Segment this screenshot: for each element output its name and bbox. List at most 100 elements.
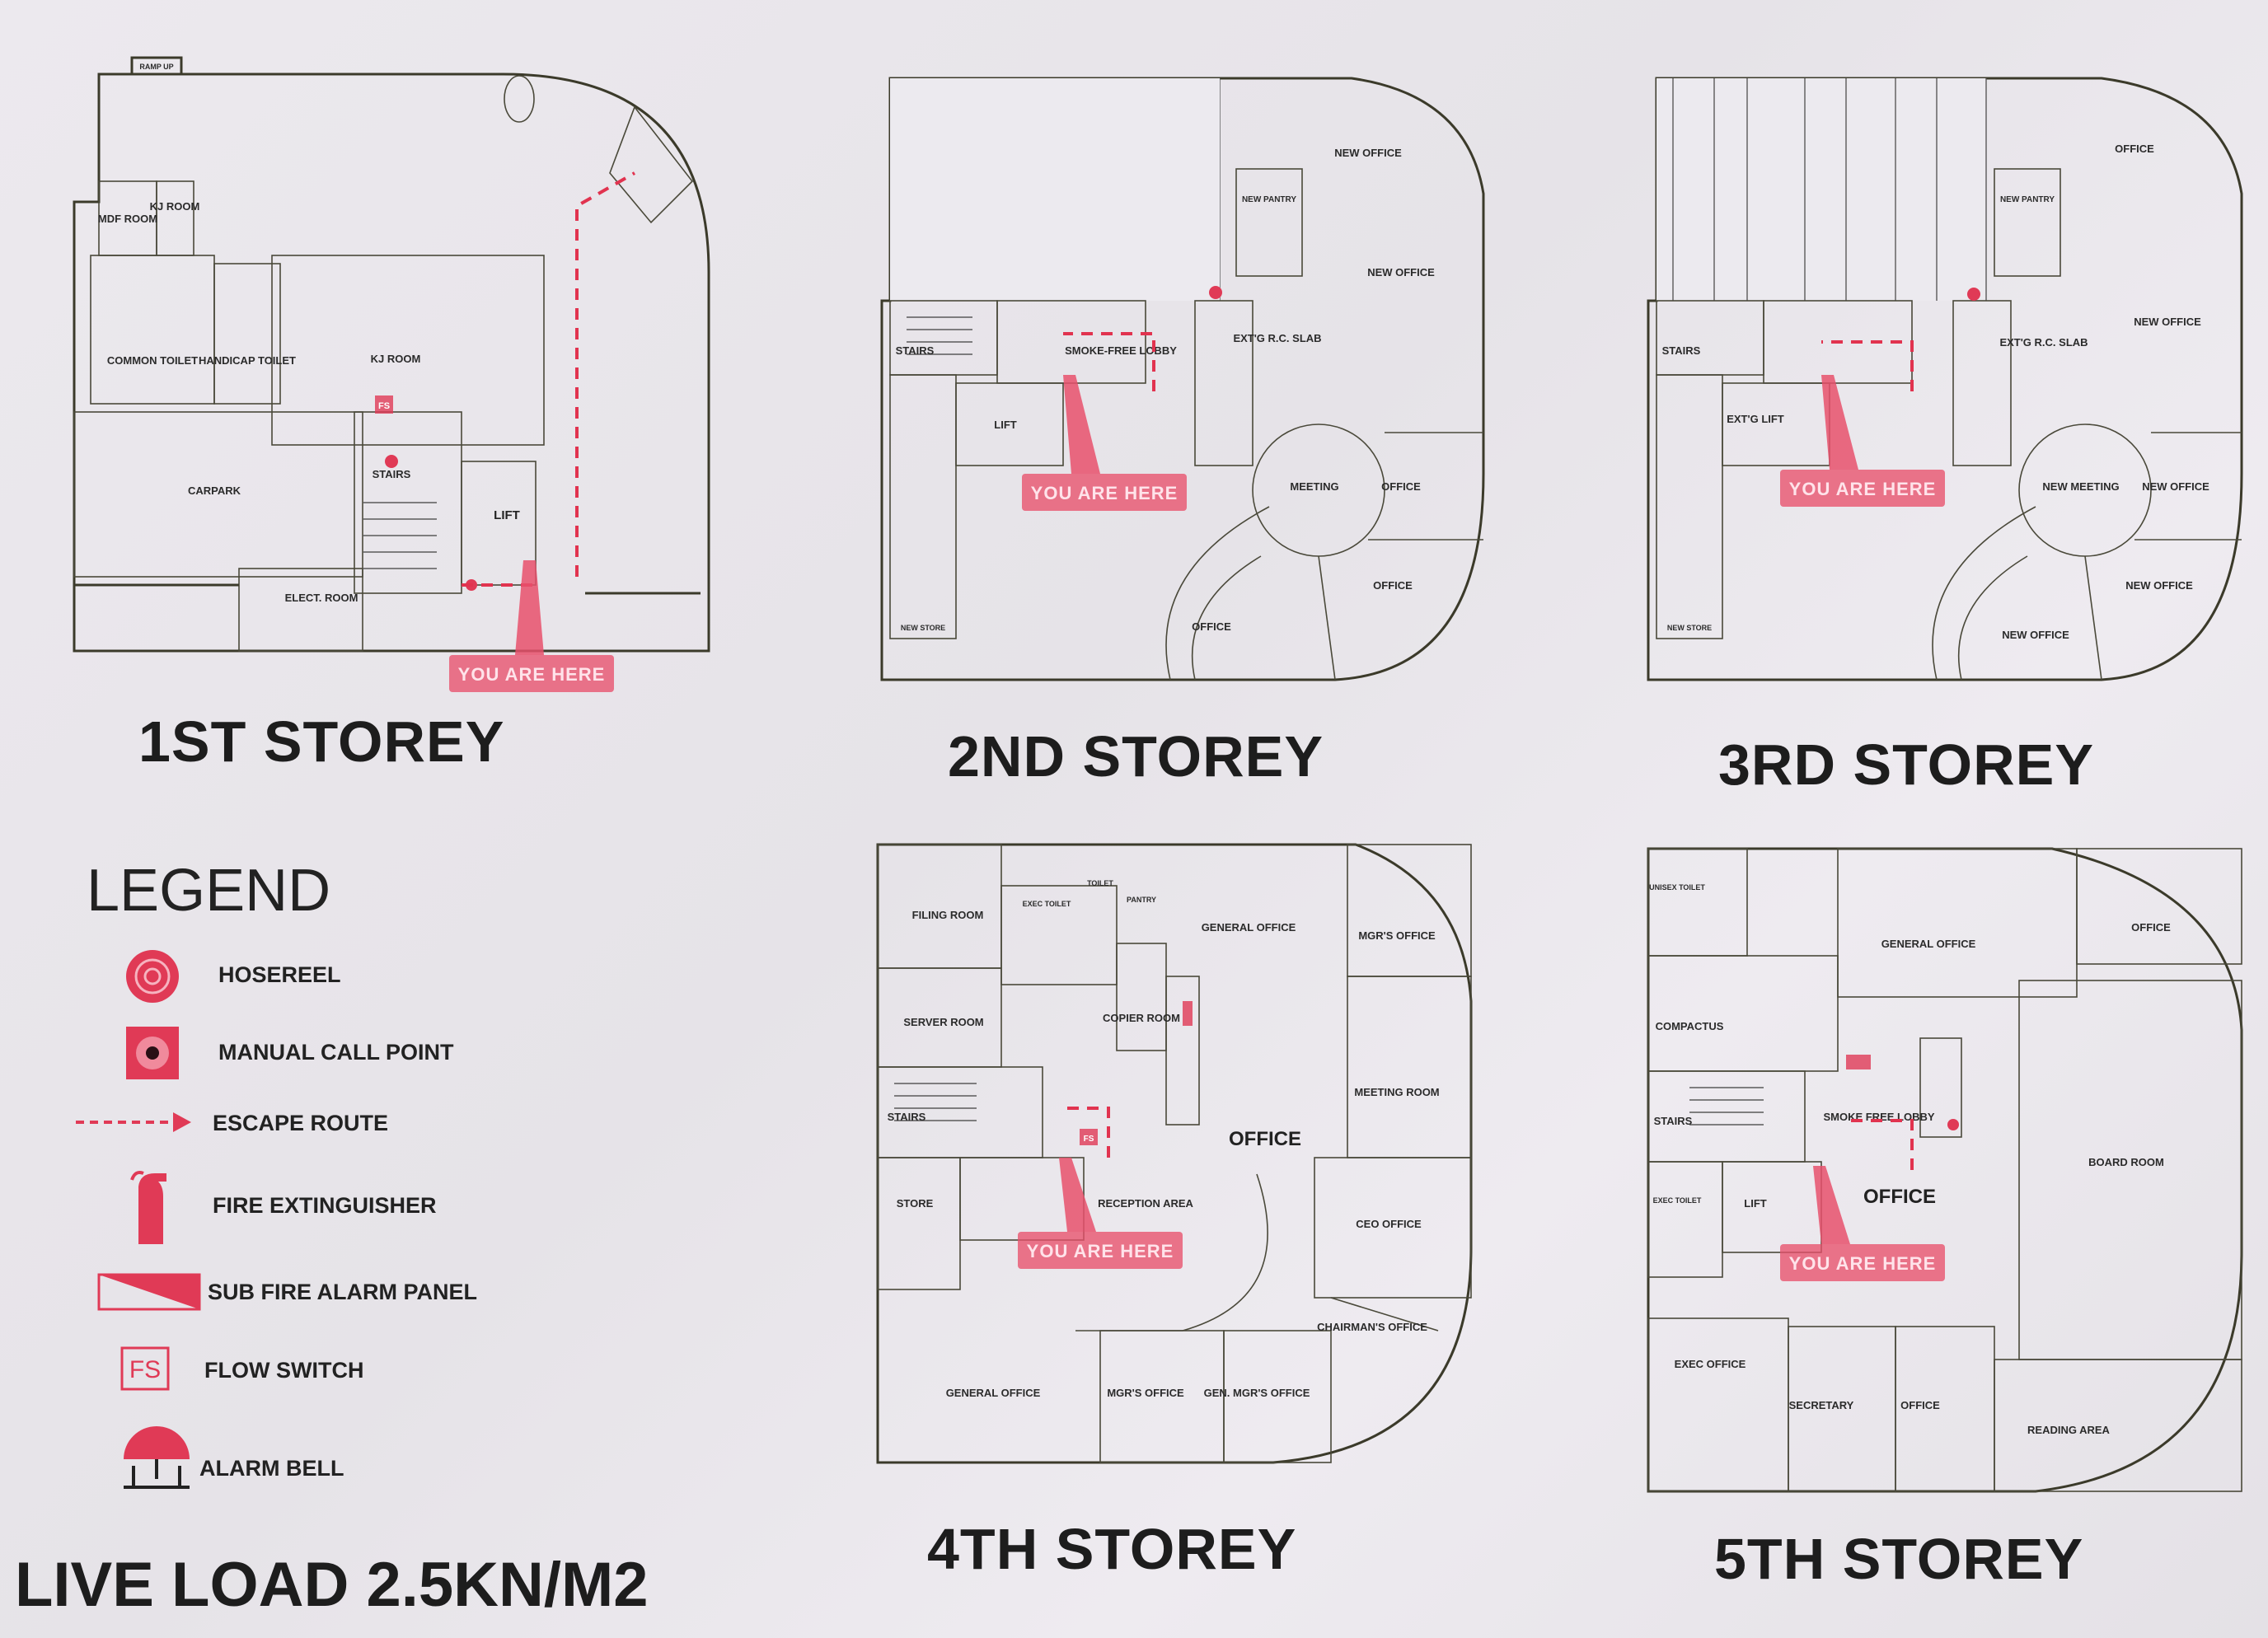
flow-switch-icon: FS [1084, 1135, 1094, 1144]
room-label: UNISEX TOILET [1649, 883, 1705, 892]
room-label: GENERAL OFFICE [1881, 938, 1976, 950]
room-label: COMPACTUS [1656, 1020, 1724, 1032]
room-label: OFFICE [1373, 579, 1413, 592]
you-are-here-marker: YOU ARE HERE [1031, 483, 1179, 503]
room-label: NEW PANTRY [1242, 195, 1296, 204]
room-label: EXT'G LIFT [1727, 413, 1784, 425]
room-label: STAIRS [896, 344, 935, 357]
legend-title: LEGEND [87, 858, 331, 924]
room-label: STAIRS [373, 468, 411, 480]
room-label: CEO OFFICE [1356, 1218, 1422, 1230]
storey-title-3rd: 3RD STOREY [1718, 732, 2095, 797]
room-label: NEW STORE [901, 624, 945, 632]
room-label: READING AREA [2027, 1424, 2111, 1436]
room-label: RECEPTION AREA [1098, 1197, 1193, 1210]
legend-item-escape-route: ESCAPE ROUTE [66, 1088, 494, 1162]
legend-label: HOSEREEL [218, 962, 341, 987]
column-grid [1672, 78, 1987, 301]
sub-fire-alarm-panel-icon [97, 1273, 201, 1311]
room-label: LIFT [994, 419, 1016, 431]
room-label: KJ ROOM [371, 353, 421, 365]
manual-call-point-icon [126, 1027, 179, 1079]
room-label: CHAIRMAN'S OFFICE [1317, 1321, 1427, 1333]
you-are-here-marker: YOU ARE HERE [1789, 1253, 1937, 1274]
room-label: MEETING ROOM [1354, 1086, 1439, 1098]
room-label: MEETING [1290, 480, 1338, 493]
room-label: NEW OFFICE [2134, 316, 2201, 328]
room-label: NEW OFFICE [2142, 480, 2209, 493]
room-label: MGR'S OFFICE [1358, 929, 1436, 942]
room-label: STAIRS [1662, 344, 1701, 357]
room-label: OFFICE [1381, 480, 1421, 493]
legend-label: ESCAPE ROUTE [213, 1111, 389, 1135]
room-label: EXEC TOILET [1023, 900, 1071, 908]
legend-item-fire-extinguisher: FIRE EXTINGUISHER [66, 1162, 494, 1244]
alarm-bell-icon [124, 1426, 190, 1489]
room-label: GENERAL OFFICE [1202, 921, 1296, 934]
room-label: BOARD ROOM [2088, 1156, 2164, 1168]
room-label: CARPARK [188, 484, 241, 497]
room-label: NEW OFFICE [1334, 147, 1402, 159]
room-label: KJ ROOM [150, 200, 200, 213]
room-label: GENERAL OFFICE [946, 1387, 1041, 1399]
room-label: NEW OFFICE [2002, 629, 2069, 641]
flow-switch-icon: FS [120, 1346, 170, 1391]
legend-item-alarm-bell: ALARM BELL [66, 1413, 494, 1489]
legend-label: FIRE EXTINGUISHER [213, 1193, 437, 1218]
room-label: EXT'G R.C. SLAB [1999, 336, 2088, 349]
room-label: OFFICE [2131, 921, 2171, 934]
you-are-here-marker: YOU ARE HERE [1027, 1241, 1174, 1261]
legend-item-sub-fire-alarm-panel: SUB FIRE ALARM PANEL [66, 1257, 494, 1331]
you-are-here-marker: YOU ARE HERE [458, 664, 606, 685]
room-label: RAMP UP [139, 63, 173, 71]
legend-item-manual-call-point: MANUAL CALL POINT [66, 1017, 494, 1091]
room-label: SERVER ROOM [903, 1016, 983, 1028]
storey-title-5th: 5TH STOREY [1714, 1527, 2084, 1591]
room-label: OFFICE [1863, 1186, 1936, 1208]
room-label: NEW PANTRY [2000, 195, 2055, 204]
room-label: LIFT [1744, 1197, 1766, 1210]
room-label: STAIRS [888, 1111, 926, 1123]
legend-label: FLOW SWITCH [204, 1358, 364, 1383]
room-label: EXT'G R.C. SLAB [1233, 332, 1321, 344]
fire-extinguisher-icon [130, 1171, 166, 1244]
room-label: MGR'S OFFICE [1107, 1387, 1184, 1399]
room-label: LIFT [494, 508, 520, 522]
room-label: OFFICE [1229, 1128, 1301, 1150]
storey-title-4th: 4TH STOREY [927, 1517, 1297, 1581]
room-label: ELECT. ROOM [285, 592, 358, 604]
live-load-label: LIVE LOAD 2.5KN/M2 [15, 1550, 649, 1620]
floor-plan-2nd-storey: NEW OFFICE NEW PANTRY NEW OFFICE EXT'G R… [880, 77, 1485, 681]
room-label: NEW OFFICE [2125, 579, 2193, 592]
escape-route-arrow-icon [76, 1112, 191, 1132]
floor-plan-5th-storey: UNISEX TOILET GENERAL OFFICE OFFICE COMP… [1647, 847, 2243, 1493]
legend-item-flow-switch: FS FLOW SWITCH [66, 1335, 494, 1409]
room-label: SMOKE-FREE LOBBY [1065, 344, 1177, 357]
storey-title-2nd: 2ND STOREY [948, 724, 1324, 789]
room-label: NEW STORE [1667, 624, 1712, 632]
room-label: TOILET [1087, 879, 1113, 887]
flow-switch-icon: FS [378, 401, 390, 411]
room-label: OFFICE [1900, 1399, 1940, 1411]
room-label: HANDICAP TOILET [199, 354, 296, 367]
storey-title-1st: 1ST STOREY [138, 709, 505, 774]
you-are-here-marker: YOU ARE HERE [1789, 479, 1937, 499]
legend-label: SUB FIRE ALARM PANEL [208, 1280, 477, 1304]
legend-label: ALARM BELL [199, 1456, 344, 1481]
room-label: COPIER ROOM [1103, 1012, 1180, 1024]
floor-plan-4th-storey: FILING ROOM EXEC TOILET TOILET PANTRY GE… [876, 843, 1473, 1464]
room-label: NEW OFFICE [1367, 266, 1435, 278]
hosereel-icon [126, 950, 179, 1003]
room-label: EXEC TOILET [1653, 1196, 1702, 1205]
room-label: STAIRS [1654, 1115, 1693, 1127]
room-label: COMMON TOILET [107, 354, 198, 367]
room-label: STORE [897, 1197, 934, 1210]
room-label: FILING ROOM [912, 909, 984, 921]
room-label: EXEC OFFICE [1675, 1358, 1746, 1370]
room-label: MDF ROOM [98, 213, 157, 225]
room-label: OFFICE [1192, 620, 1231, 633]
legend-item-hosereel: HOSEREEL [66, 939, 494, 1013]
room-label: SECRETARY [1789, 1399, 1854, 1411]
room-label: NEW MEETING [2042, 480, 2119, 493]
